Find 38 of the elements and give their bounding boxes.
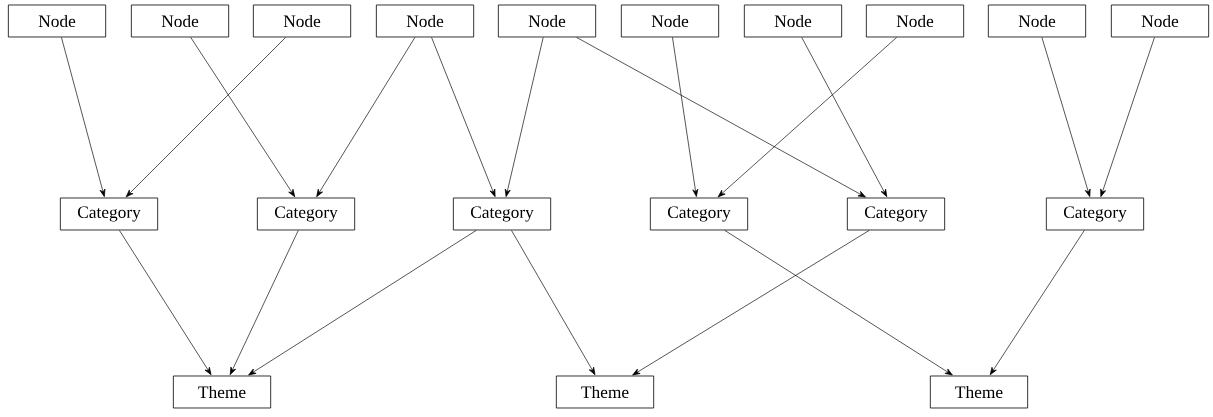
- arrow: [316, 37, 416, 198]
- node-box: Node: [743, 4, 843, 38]
- arrow: [190, 37, 296, 198]
- arrow: [989, 230, 1085, 376]
- arrow: [672, 37, 699, 197]
- node-box: Node: [375, 4, 475, 38]
- node-box: Node: [987, 4, 1087, 38]
- category-box: Category: [1045, 197, 1145, 231]
- theme-box: Theme: [172, 375, 272, 409]
- node-box: Node: [865, 4, 965, 38]
- arrow: [119, 230, 212, 376]
- theme-box: Theme: [929, 375, 1029, 409]
- category-box: Category: [256, 197, 356, 231]
- category-box: Category: [846, 197, 946, 231]
- node-box: Node: [620, 4, 720, 38]
- arrow: [717, 37, 897, 198]
- arrow: [431, 37, 496, 197]
- arrow: [801, 37, 888, 198]
- node-box: Node: [1110, 4, 1210, 38]
- node-box: Node: [130, 4, 230, 38]
- arrow: [61, 37, 106, 197]
- arrow: [511, 230, 596, 376]
- arrow: [1041, 37, 1091, 197]
- arrow: [632, 230, 870, 376]
- node-box: Node: [252, 4, 352, 38]
- arrow: [1100, 37, 1155, 197]
- arrow: [504, 37, 544, 197]
- arrow: [125, 37, 286, 198]
- arrow: [229, 230, 299, 376]
- category-box: Category: [649, 197, 749, 231]
- category-box: Category: [59, 197, 159, 231]
- node-box: Node: [497, 4, 597, 38]
- arrow: [576, 37, 866, 198]
- node-box: Node: [7, 4, 107, 38]
- category-box: Category: [452, 197, 552, 231]
- arrow: [248, 230, 477, 376]
- theme-box: Theme: [555, 375, 655, 409]
- arrow: [724, 230, 953, 376]
